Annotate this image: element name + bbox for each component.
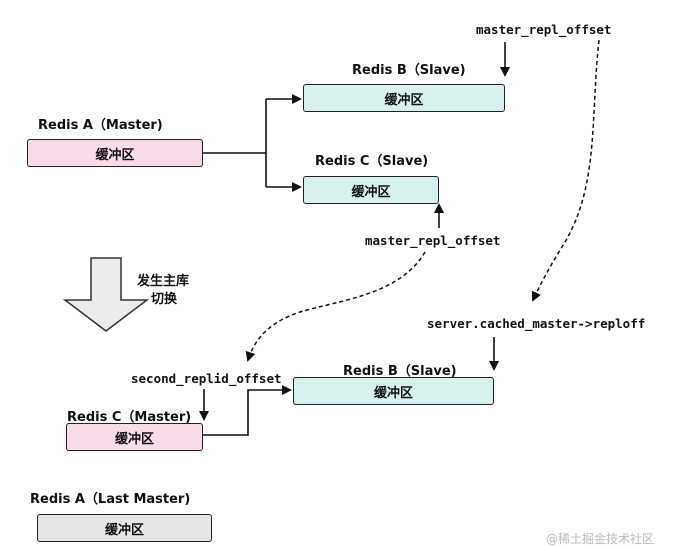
offset-c-label: master_repl_offset <box>365 233 501 248</box>
offset-b-label: master_repl_offset <box>476 22 612 37</box>
slave-b-title: Redis B（Slave) <box>352 63 466 78</box>
dashed-offset-b-to-cached <box>531 39 600 302</box>
last-master-a-buffer: 缓冲区 <box>37 514 212 542</box>
slave-b-new-title: Redis B（Slave) <box>343 364 457 379</box>
failover-label-line2: 切换 <box>151 292 178 307</box>
last-master-a-title: Redis A（Last Master) <box>30 492 191 507</box>
failover-label-line1: 发生主库 <box>137 274 190 289</box>
failover-down-arrow <box>62 257 150 332</box>
new-master-c-title: Redis C（Master) <box>67 410 192 425</box>
slave-b-new-buffer: 缓冲区 <box>293 377 494 405</box>
slave-c-buffer: 缓冲区 <box>303 176 439 204</box>
master-a-title: Redis A（Master) <box>38 118 163 133</box>
slave-c-title: Redis C（Slave) <box>315 154 429 169</box>
slave-b-buffer: 缓冲区 <box>303 84 505 112</box>
watermark: @稀土掘金技术社区 <box>546 532 655 546</box>
master-a-buffer: 缓冲区 <box>27 139 203 167</box>
new-master-to-slave-connector <box>203 385 292 436</box>
master-to-slaves-connector <box>203 94 302 192</box>
second-replid-label: second_replid_offset <box>131 371 282 386</box>
new-master-c-buffer: 缓冲区 <box>66 423 203 451</box>
cached-master-label: server.cached_master->reploff <box>427 316 646 331</box>
dashed-offset-c-to-second-replid <box>245 251 426 362</box>
